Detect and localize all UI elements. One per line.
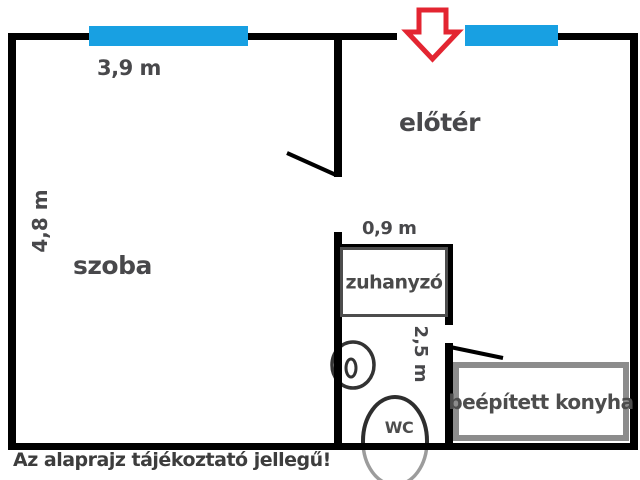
disclaimer-caption: Az alaprajz tájékoztató jellegű! [13,449,331,471]
door-swing-kitchen [449,345,504,360]
wall-right [630,33,638,450]
wall-bath-right-lower [445,343,453,443]
dimension-left-height: 4,8 m [28,189,52,253]
wall-bottom [8,443,638,450]
entrance-arrow-icon [401,7,464,63]
wall-bath-left [334,232,342,443]
dimension-bath-depth: 2,5 m [410,325,431,383]
wall-szoba-divider [334,40,342,177]
room-label-szoba: szoba [73,251,152,280]
door-swing-szoba [286,151,337,177]
window-marker-right-icon [465,25,558,46]
dimension-shower-width: 0,9 m [362,218,417,239]
room-label-wc: WC [384,418,414,437]
room-label-zuhanyzo: zuhanyzó [345,271,443,294]
wc-bowl-icon [361,395,429,444]
washbasin-drain-icon [344,357,358,379]
shower-box [340,247,448,317]
window-marker-left-icon [89,26,248,46]
room-label-eloter: előtér [399,108,480,137]
room-label-konyha: beépített konyha [448,390,634,414]
wall-left [8,33,16,450]
wall-bath-right-upper [445,244,453,325]
kitchen-unit-box [453,362,629,441]
dimension-top-width: 3,9 m [97,56,161,80]
